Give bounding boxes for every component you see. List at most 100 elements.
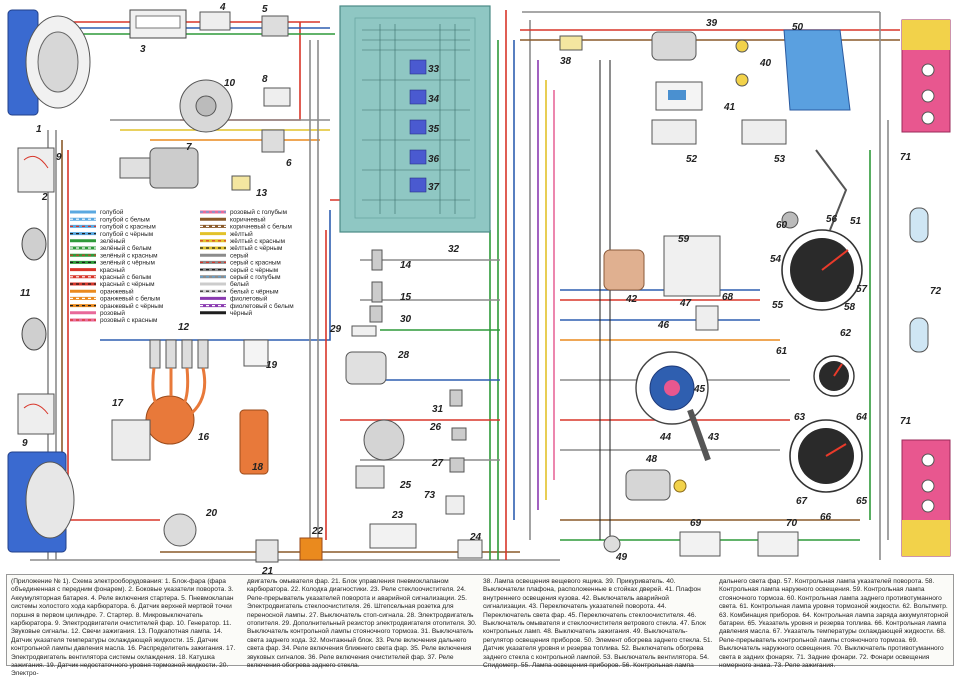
label-18: 18 [252, 462, 264, 473]
caption-column-1: (Приложение № 1). Схема электрооборудова… [11, 578, 236, 678]
label-46: 46 [657, 320, 670, 331]
label-57: 57 [856, 284, 868, 295]
legend-label: серый [230, 251, 249, 259]
legend-label: серый с голубым [230, 273, 280, 281]
ignition-switch-48 [625, 469, 687, 501]
wire-red-center [330, 199, 500, 421]
wire-blue-lower-right [560, 289, 760, 321]
legend-label: розовый с красным [100, 316, 157, 324]
label-21: 21 [261, 566, 274, 577]
legend-label: голубой с чёрным [100, 230, 153, 238]
label-52: 52 [686, 154, 698, 165]
label-16: 16 [198, 432, 210, 443]
relay-35 [409, 119, 427, 135]
label-24: 24 [469, 532, 482, 543]
relay-36 [409, 149, 427, 165]
label-7: 7 [186, 142, 192, 153]
legend-label: розовый с голубым [230, 208, 287, 216]
label-67: 67 [796, 496, 808, 507]
label-34: 34 [428, 94, 440, 105]
label-73: 73 [424, 490, 436, 501]
label-10: 10 [224, 78, 236, 89]
wire-blue-mid [100, 210, 331, 341]
warning-lamp-block-47 [663, 235, 721, 297]
legend-label: зелёный с красным [100, 251, 158, 259]
headlight-washer-motor-20 [163, 513, 197, 547]
label-13: 13 [256, 188, 268, 199]
label-50: 50 [792, 22, 804, 33]
wire-gray-right [522, 11, 880, 540]
label-30: 30 [400, 314, 412, 325]
label-36: 36 [428, 154, 440, 165]
ignition-coil-18 [239, 409, 269, 475]
legend-label: зелёный с чёрным [100, 259, 155, 267]
label-58: 58 [844, 302, 856, 313]
label-70: 70 [786, 518, 798, 529]
label-19: 19 [266, 360, 278, 371]
legend-label: красный с белым [100, 273, 151, 281]
legend-label: розовый [100, 309, 125, 317]
legend-label: чёрный [230, 309, 253, 317]
fan-motor-17 [111, 419, 151, 461]
fuel-sensor-51 [781, 149, 848, 231]
label-9-bottom: 9 [22, 438, 28, 449]
cigarette-lighter-39 [651, 31, 697, 61]
callout-labels: 1 2 3 4 5 6 7 8 9 9 10 11 12 13 14 15 16… [20, 2, 942, 577]
interior-lamp-41 [655, 81, 703, 111]
instrument-dimmer-49 [603, 535, 621, 553]
tail-light-71-bottom [901, 439, 951, 557]
label-2: 2 [41, 192, 48, 203]
heater-motor-28 [345, 351, 387, 385]
spark-plugs-12 [149, 339, 209, 369]
light-switch-44 [635, 351, 709, 425]
pneumatic-valve-5 [261, 15, 289, 37]
legend-label: фиолетовый [230, 295, 268, 303]
legend-label: жёлтый [230, 230, 253, 238]
reverse-light-switch-31 [449, 389, 463, 407]
inspection-socket-26 [451, 427, 467, 441]
caption-column-4: дальнего света фар. 57. Контрольная ламп… [719, 578, 949, 670]
label-54: 54 [770, 254, 782, 265]
wiper-relay-23 [369, 523, 417, 549]
under-hood-lamp-13 [231, 175, 251, 191]
label-11: 11 [20, 288, 31, 299]
legend-label: голубой с белым [100, 215, 150, 223]
horn-11-top [21, 227, 47, 261]
rear-window-heater-50 [783, 29, 851, 111]
legend-label: коричневый с белым [230, 223, 292, 231]
label-22: 22 [311, 526, 324, 537]
hazard-switch-42 [603, 249, 645, 291]
label-31: 31 [432, 404, 444, 415]
legend-label: жёлтый с чёрным [230, 244, 282, 252]
legend-label: зелёный с белым [100, 244, 152, 252]
caption-column-3: 38. Лампа освещения вещевого ящика. 39. … [483, 578, 713, 670]
turn-signal-relay-24 [457, 539, 483, 559]
label-37: 37 [428, 182, 440, 193]
label-49: 49 [615, 552, 628, 563]
ignition-relay-73 [445, 495, 465, 515]
label-63: 63 [794, 412, 806, 423]
label-41: 41 [723, 102, 736, 113]
license-plate-lamps-72 [909, 207, 929, 353]
label-9-top: 9 [56, 152, 62, 163]
starter-relay-4 [199, 11, 231, 31]
legend-label: оранжевый с чёрным [100, 302, 163, 310]
headlight-bottom-left [7, 451, 75, 553]
legend-label: зелёный [100, 237, 126, 245]
relay-37 [409, 177, 427, 193]
label-68: 68 [722, 292, 734, 303]
relay-34 [409, 89, 427, 105]
headlight-wiper-motor-9-top [17, 147, 55, 193]
brake-light-switch-27 [449, 457, 465, 473]
label-32: 32 [448, 244, 460, 255]
label-55: 55 [772, 300, 784, 311]
headlight-wiper-motor-9-bottom [17, 393, 55, 435]
glove-box-lamp-38 [559, 35, 583, 51]
heater-resistor-29 [351, 325, 377, 337]
distributor-16 [145, 367, 207, 445]
door-switches-40 [735, 39, 749, 87]
relay-33 [409, 59, 427, 75]
legend-label: красный с чёрным [100, 280, 155, 288]
legend-label: белый [230, 280, 249, 288]
battery-3 [129, 9, 187, 39]
